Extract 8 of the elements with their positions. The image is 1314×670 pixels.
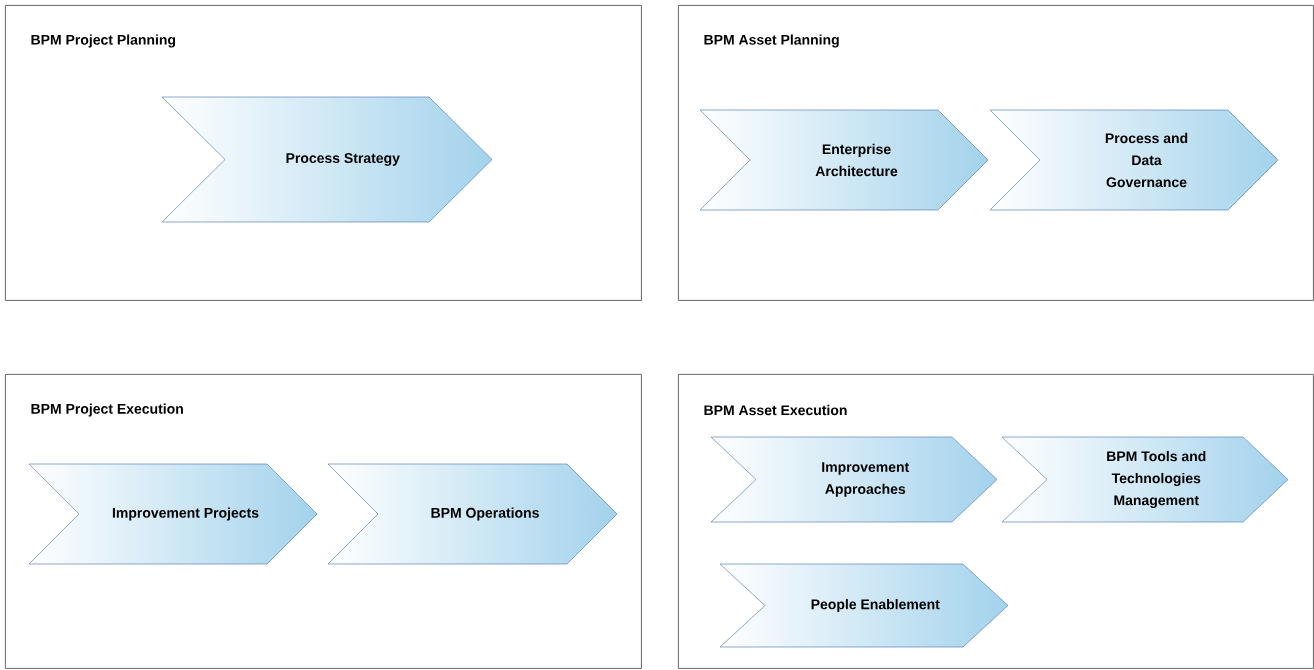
process-step: Process and Data Governance: [989, 109, 1279, 211]
process-step: People Enablement: [719, 563, 1009, 648]
process-step: Enterprise Architecture: [699, 109, 989, 211]
process-step: Improvement Projects: [28, 463, 318, 565]
process-step: Process Strategy: [161, 96, 493, 223]
process-step: BPM Operations: [327, 463, 618, 565]
process-step: BPM Tools and Technologies Management: [1001, 436, 1289, 523]
process-step: Improvement Approaches: [710, 436, 998, 523]
